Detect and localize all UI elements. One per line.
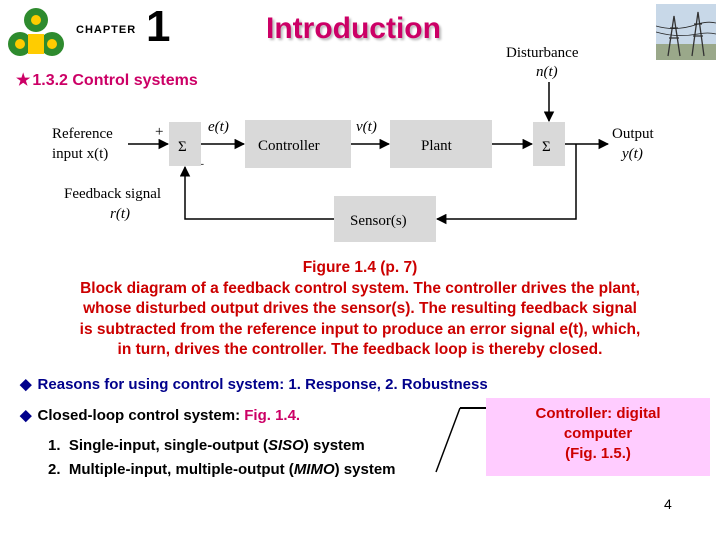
disturbance-label: Disturbance [506, 45, 579, 61]
list-text: ) system [334, 461, 396, 478]
summing-junction-output [533, 122, 565, 166]
plant-label: Plant [421, 138, 453, 154]
list-item: 2. Multiple-input, multiple-output (MIMO… [48, 458, 396, 482]
diamond-bullet-icon: ◆ [20, 407, 32, 424]
summing-junction-input [169, 122, 201, 166]
block-diagram: Disturbance n(t) Reference input x(t) + … [52, 45, 655, 242]
chapter-label: CHAPTER [76, 24, 137, 36]
caption-line-2: Block diagram of a feedback control syst… [80, 279, 640, 297]
callout-text: Controller: digital computer (Fig. 1.5.) [486, 404, 710, 464]
system-types-list: 1. Single-input, single-output (SISO) sy… [48, 434, 396, 482]
caption-line-3: whose disturbed output drives the sensor… [83, 300, 637, 317]
list-number: 2. [48, 461, 61, 478]
list-abbrev: MIMO [293, 461, 335, 478]
caption-line-1: Figure 1.4 (p. 7) [302, 259, 418, 276]
section-title: 1.3.2 Control systems [32, 72, 198, 89]
list-number: 1. [48, 437, 61, 454]
diamond-bullet-icon: ◆ [20, 376, 32, 393]
figure-caption: Figure 1.4 (p. 7) Block diagram of a fee… [18, 258, 702, 361]
caption-line-4: is subtracted from the reference input t… [79, 320, 641, 338]
plus-sign: + [155, 124, 163, 140]
controller-block [245, 120, 351, 168]
section-heading: ★1.3.2 Control systems [16, 70, 198, 90]
list-text: Single-input, single-output ( [68, 437, 268, 454]
list-text: Multiple-input, multiple-output ( [68, 461, 294, 478]
chapter-number: 1 [146, 2, 171, 51]
reasons-text: Reasons for using control system: 1. Res… [37, 376, 488, 393]
plant-block [390, 120, 492, 168]
error-signal-label: e(t) [208, 119, 229, 135]
slide-title: Introduction [266, 12, 441, 45]
page-number: 4 [664, 496, 672, 512]
reference-label: Reference [52, 126, 113, 142]
bullet-reasons: ◆ Reasons for using control system: 1. Re… [20, 375, 488, 393]
callout-line-3: (Fig. 1.5.) [565, 445, 631, 462]
sensor-block [334, 196, 436, 242]
caption-line-5: in turn, drives the controller. The feed… [117, 341, 603, 358]
v-signal-label: v(t) [356, 119, 377, 135]
sensor-label: Sensor(s) [350, 213, 407, 229]
feedback-symbol: r(t) [110, 206, 130, 222]
sum-symbol-output: Σ [542, 139, 551, 155]
controller-label: Controller [258, 138, 320, 154]
power-lines-photo [656, 4, 716, 60]
reference-input-label: input x(t) [52, 146, 108, 162]
list-abbrev: SISO [268, 437, 304, 454]
list-text: ) system [303, 437, 365, 454]
closed-loop-text: Closed-loop control system: [37, 407, 245, 424]
output-symbol: y(t) [620, 146, 643, 162]
output-label: Output [612, 126, 655, 142]
bullet-closed-loop: ◆ Closed-loop control system: Fig. 1.4. [20, 406, 300, 424]
sum-symbol-input: Σ [178, 139, 187, 155]
callout-line-1: Controller: digital [535, 405, 661, 422]
feedback-label: Feedback signal [64, 186, 161, 202]
disturbance-symbol: n(t) [536, 64, 558, 80]
callout-connector [435, 407, 490, 473]
star-icon: ★ [16, 72, 31, 89]
list-item: 1. Single-input, single-output (SISO) sy… [48, 434, 396, 458]
callout-line-2: computer [563, 425, 633, 442]
university-logo [8, 8, 64, 56]
figure-reference-link[interactable]: Fig. 1.4. [244, 407, 301, 424]
callout-box [486, 398, 710, 476]
